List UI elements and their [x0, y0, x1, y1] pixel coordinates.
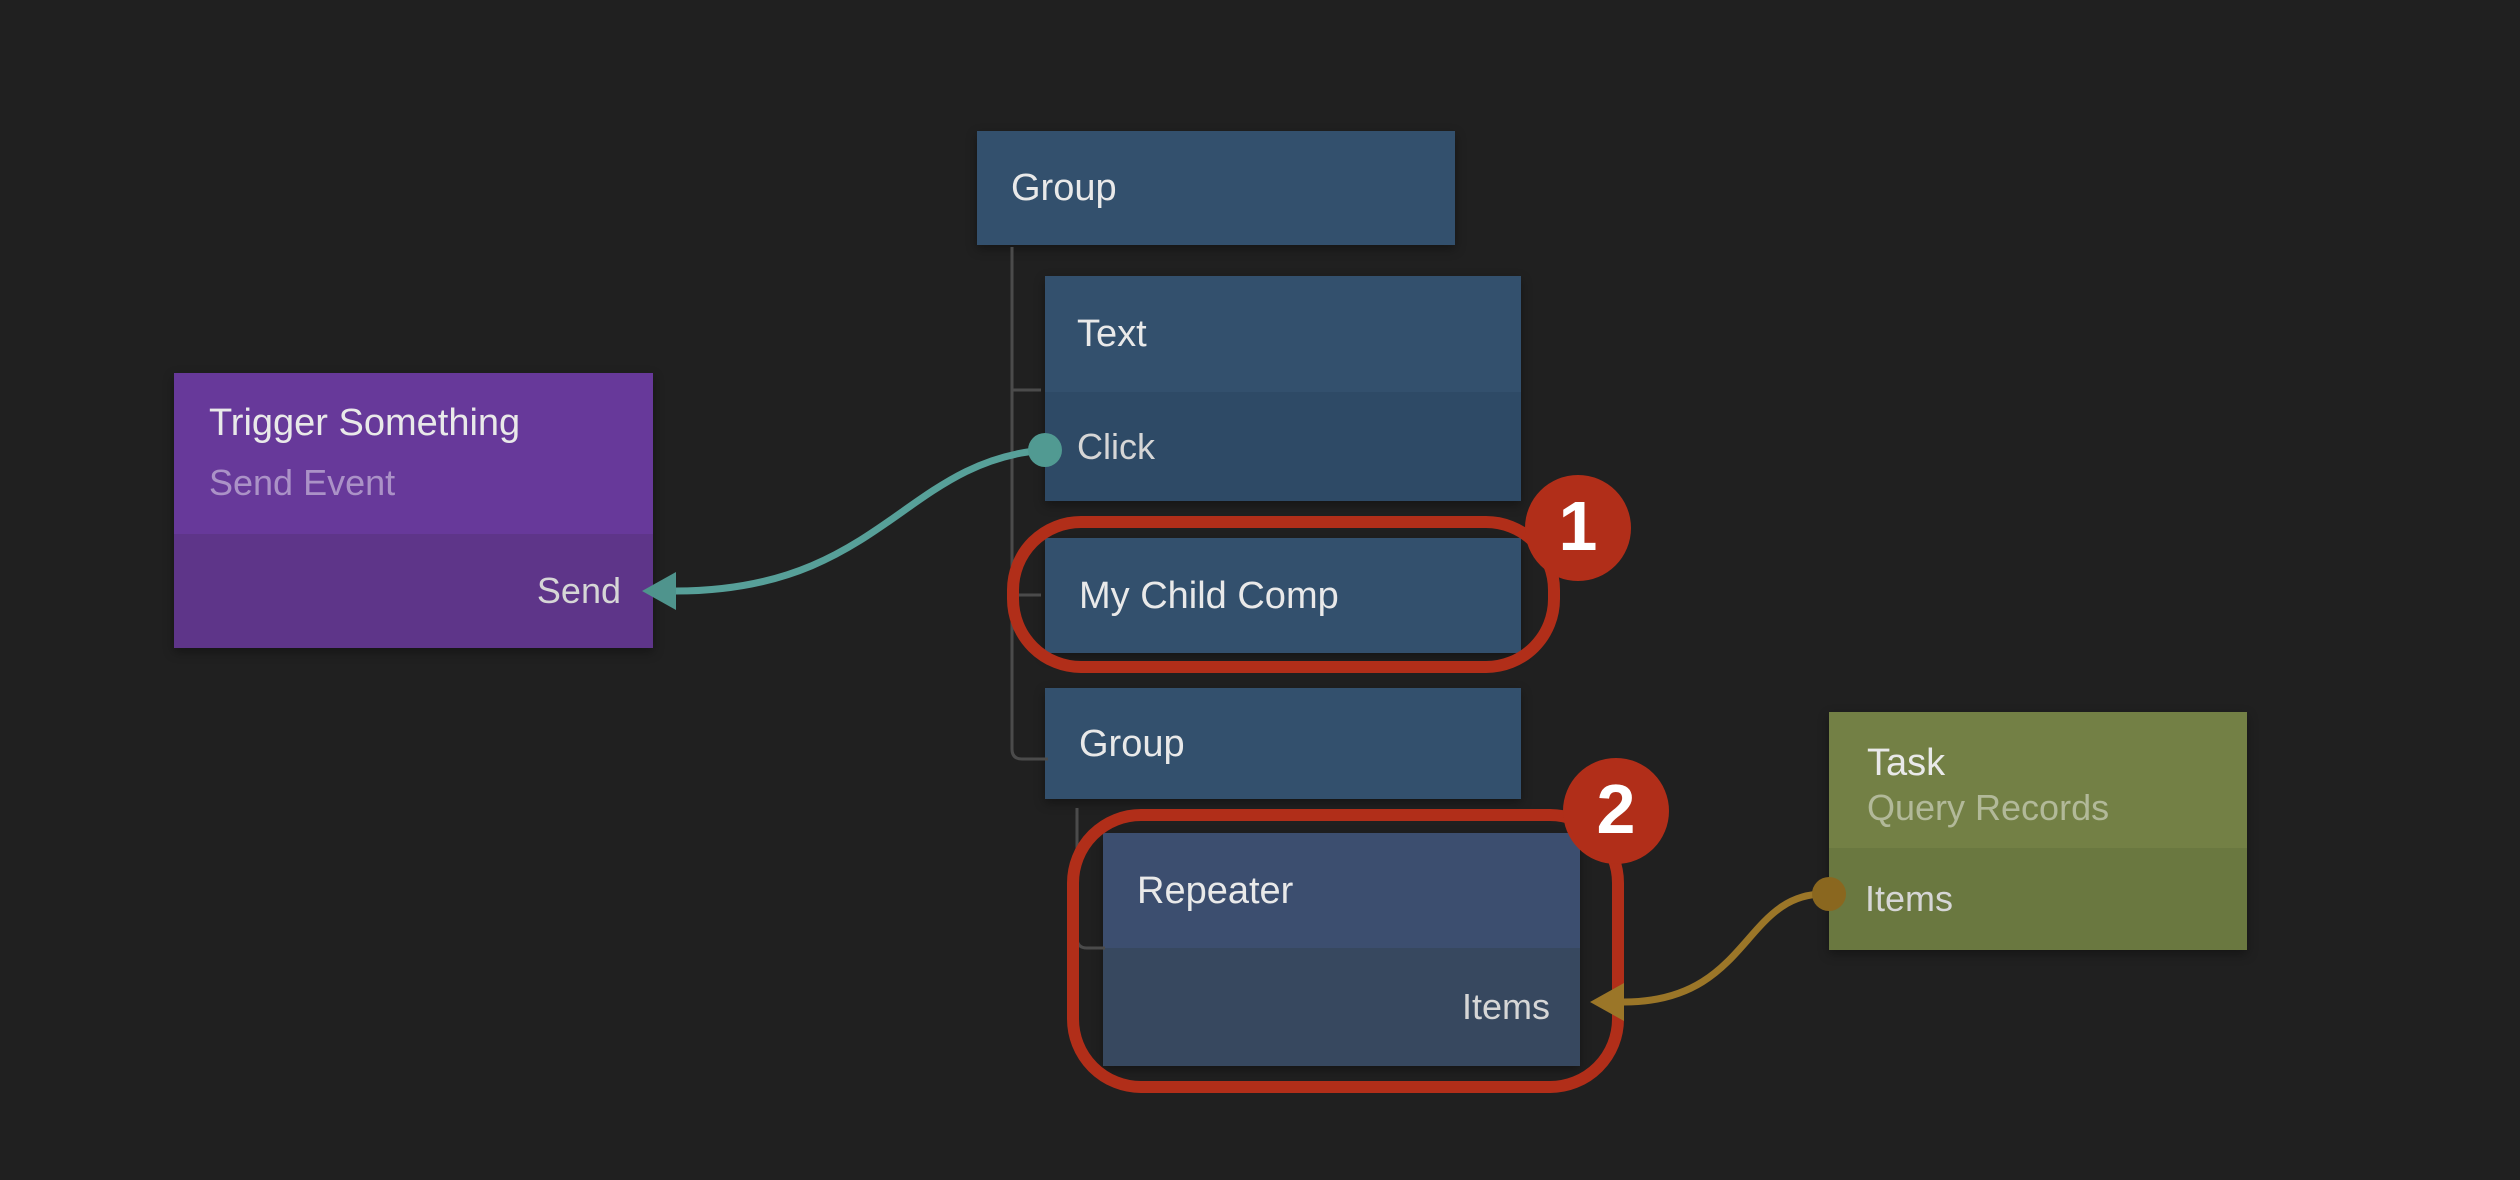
tree-line-root [1010, 247, 1048, 761]
port-items-label: Items [1865, 878, 1954, 919]
node-repeater[interactable]: Repeater Items [1103, 833, 1580, 1066]
node-title: Repeater [1137, 869, 1294, 912]
node-my-child-comp[interactable]: My Child Comp [1045, 538, 1521, 653]
node-title: Trigger Something [209, 402, 521, 444]
node-task[interactable]: Task Query Records Items [1829, 712, 2247, 950]
node-title: Group [1011, 167, 1117, 209]
port-items-label: Items [1461, 986, 1550, 1027]
node-group-inner[interactable]: Group [1045, 688, 1521, 799]
port-send-label: Send [536, 570, 621, 611]
node-group-top[interactable]: Group [977, 131, 1455, 245]
node-repeater-header: Repeater [1103, 833, 1580, 948]
node-my-child-header: My Child Comp [1045, 538, 1521, 653]
badge-number: 2 [1596, 770, 1636, 848]
node-text-header: Text [1045, 276, 1521, 392]
node-group-top-header: Group [977, 131, 1455, 245]
arrowhead-items [1590, 983, 1624, 1021]
node-trigger-something[interactable]: Trigger Something Send Event Send [174, 373, 653, 648]
port-click-label: Click [1077, 425, 1155, 467]
node-task-header: Task Query Records [1829, 712, 2247, 848]
connection-items-to-items[interactable] [1623, 890, 1830, 1006]
badge-number: 1 [1558, 487, 1598, 565]
node-title: Group [1079, 722, 1185, 765]
node-title: Text [1077, 313, 1147, 355]
node-group-inner-header: Group [1045, 688, 1521, 799]
node-title: Task [1867, 742, 1946, 784]
node-subtitle: Send Event [209, 462, 396, 503]
node-title: My Child Comp [1079, 574, 1339, 617]
node-trigger-header: Trigger Something Send Event [174, 373, 653, 534]
annotation-badge-2: 2 [1563, 758, 1669, 864]
node-task-ports: Items [1829, 848, 2247, 950]
node-repeater-ports: Items [1103, 948, 1580, 1066]
tree-line-repeater [1075, 808, 1105, 950]
node-trigger-ports: Send [174, 534, 653, 648]
annotation-badge-1: 1 [1525, 475, 1631, 581]
connection-click-to-send[interactable] [675, 446, 1046, 595]
node-text-ports: Click [1045, 392, 1521, 501]
node-text[interactable]: Text Click [1045, 276, 1521, 501]
node-subtitle: Query Records [1867, 787, 2110, 828]
